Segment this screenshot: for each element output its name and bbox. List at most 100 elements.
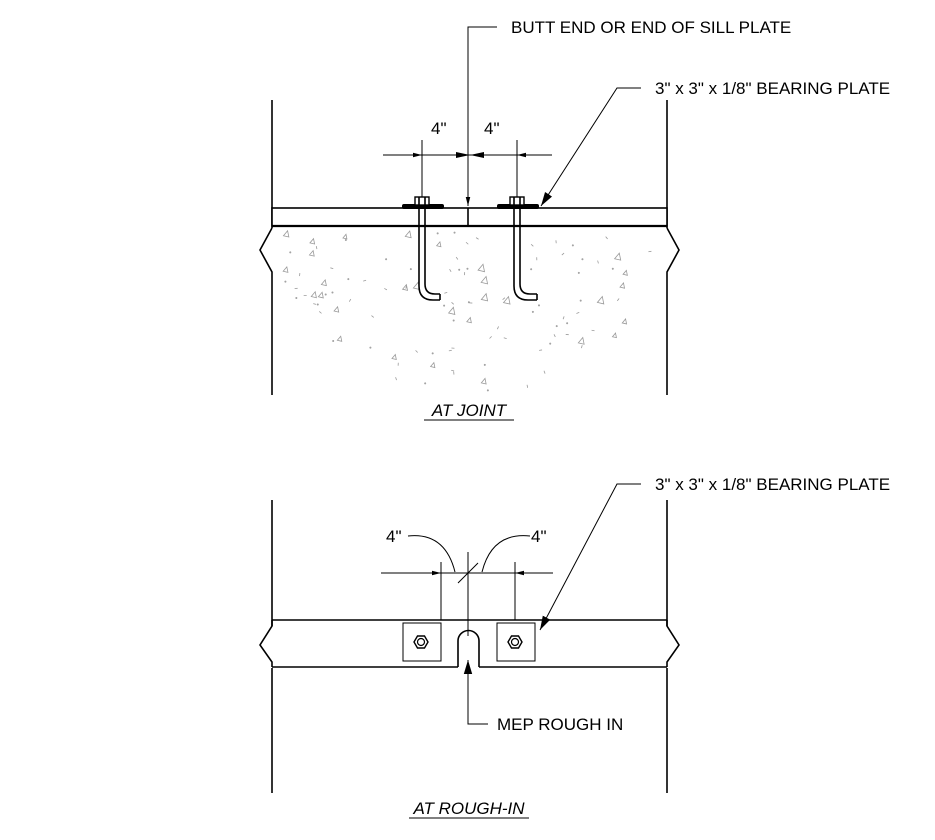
concrete-speck [465,241,469,245]
concrete-speck [561,252,565,256]
bearing-plate-left [402,622,442,662]
break-line-left-2 [259,620,273,667]
concrete-speck [613,252,622,261]
concrete-speck [371,315,375,318]
rough-in-dimension [381,535,553,636]
concrete-speck [480,275,489,285]
concrete-speck [553,334,556,338]
concrete-speck [310,290,317,299]
concrete-speck [324,293,327,296]
concrete-speck [480,377,487,385]
concrete-speck [330,267,334,270]
concrete-speck [577,336,585,345]
concrete-speck [282,265,289,273]
concrete-speck [332,340,335,343]
dim-left-label-2: 4" [386,527,402,546]
concrete-speck [621,318,628,325]
bearing-plate-right [496,622,536,662]
break-line-right [666,227,680,278]
concrete-speck [611,267,614,270]
concrete-speck [336,335,343,342]
concrete-speck [597,260,599,264]
concrete-speck [282,229,290,238]
concrete-speck [385,258,388,261]
concrete-speck [317,291,324,299]
concrete-speck [502,297,506,300]
concrete-speck [449,269,452,273]
concrete-speck [466,316,472,324]
concrete-speck [331,291,334,294]
concrete-speck [444,291,448,294]
concrete-speck [616,298,620,302]
concrete-speck [415,350,418,353]
concrete-speck [342,233,348,240]
concrete-speck [309,237,316,245]
concrete-speck [475,237,479,240]
dim-right-label: 4" [484,119,500,138]
concrete-speck [348,298,352,302]
concrete-speck [344,239,347,242]
concrete-speck [431,352,434,355]
concrete-speck [579,299,582,302]
concrete-speck [530,268,533,271]
concrete-speck [611,332,617,339]
concrete-speck [447,306,456,315]
concrete-speck [622,269,628,276]
concrete-speck [477,263,486,273]
concrete-speck [531,310,534,313]
concrete-speck [543,370,546,374]
dim-left-label: 4" [431,119,447,138]
concrete-speck [363,279,367,282]
concrete-speck [391,353,397,361]
concrete-speck [452,319,455,322]
callout-bearing-plate-rough-in: 3" x 3" x 1/8" BEARING PLATE [655,475,890,494]
concrete-speck [562,316,565,320]
concrete-speck [424,382,427,385]
dim-right-label-2: 4" [531,527,547,546]
concrete-speck [436,232,439,235]
concrete-speck [466,267,469,270]
joint-detail: 4" 4" BUTT END OR END OF SILL PLATE 3" x… [259,18,890,421]
concrete-speck [458,268,461,271]
concrete-speck [443,304,446,307]
concrete-speck [401,283,409,291]
concrete-speck [318,311,322,314]
concrete-speck [308,249,315,257]
leader-mep [463,660,488,725]
leader-sill-end [465,26,497,206]
concrete-speck [429,361,436,369]
concrete-speck [483,363,486,366]
concrete-speck [451,301,455,305]
rough-in-detail: 4" 4" 3" x 3" x 1/8" BEARING PLATE MEP R… [259,475,890,819]
concrete-speck [549,342,552,345]
concrete-speck [566,322,569,325]
concrete-speck [384,288,388,291]
concrete-speck [480,292,489,302]
concrete-speck [530,243,534,247]
concrete-speck [316,303,319,306]
concrete-speck [404,230,412,239]
leader-bearing-plate-rough-in [539,483,641,631]
anchor-bolt-left [402,196,444,301]
concrete-speck [502,295,511,305]
concrete-speck [576,311,580,314]
concrete-speck [571,244,574,247]
concrete-speck [526,384,529,388]
concrete-speck [496,326,499,330]
concrete-speck [347,278,350,281]
concrete-speck [467,301,470,304]
concrete-speck [577,271,580,274]
leader-bearing-plate-joint [540,87,641,207]
concrete-speck [555,325,558,328]
concrete-speck [369,346,372,349]
concrete-speck [453,231,456,234]
concrete-speck [581,258,584,261]
anchor-bolt-right [497,196,539,301]
callout-mep: MEP ROUGH IN [497,715,623,734]
concrete-speck [435,240,442,248]
concrete-speck [486,389,489,392]
concrete-speck [284,280,287,283]
concrete-speck [409,268,412,271]
concrete-speck [295,296,298,299]
